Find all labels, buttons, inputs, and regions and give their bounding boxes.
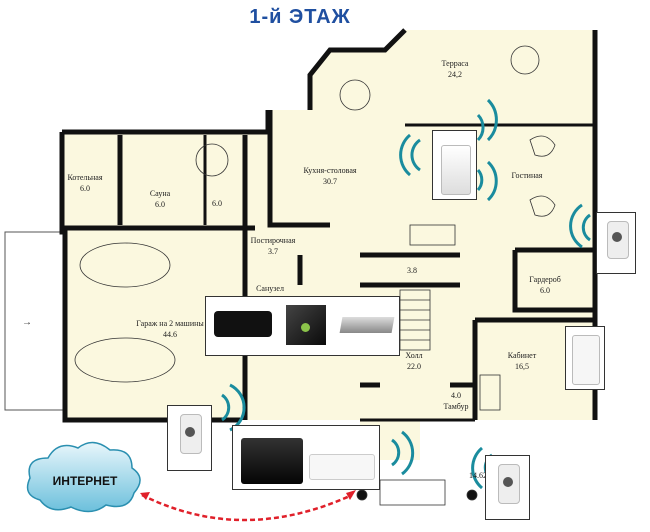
internet-label: ИНТЕРНЕТ	[52, 474, 118, 488]
router-nas-box	[232, 425, 380, 490]
ip-camera-box	[596, 212, 636, 274]
camera-icon	[180, 414, 202, 454]
room-label: 6.0	[212, 199, 222, 208]
driveway	[4, 231, 66, 411]
nas-icon	[241, 438, 303, 484]
page-title: 1-й ЭТАЖ	[249, 6, 351, 28]
powerline-extender-box	[432, 130, 477, 200]
stairs	[399, 289, 431, 351]
internet-cloud-icon	[26, 441, 141, 513]
ip-camera-box	[485, 455, 530, 520]
set-top-box-icon	[339, 317, 395, 333]
room-label: 14.62	[469, 471, 487, 480]
entry-arrow-icon: →	[22, 317, 32, 328]
camera-icon	[498, 464, 520, 504]
furniture	[74, 45, 556, 506]
room-label: Санузел	[256, 284, 284, 293]
internet-link-arrow	[141, 493, 353, 522]
camera-icon	[607, 221, 629, 259]
media-box-icon	[286, 305, 326, 345]
powerline-adapter-box	[565, 326, 605, 390]
router-icon	[309, 454, 375, 480]
floor-fill	[62, 30, 595, 460]
ip-camera-box	[167, 405, 212, 471]
walls	[59, 28, 598, 423]
powerline-adapter-icon	[572, 335, 600, 385]
room-label: Гостиная	[511, 171, 543, 180]
wifi-extender-icon	[441, 145, 471, 195]
room-label: 3.8	[407, 266, 417, 275]
media-player-icon	[214, 311, 272, 337]
media-devices-box	[205, 296, 400, 356]
